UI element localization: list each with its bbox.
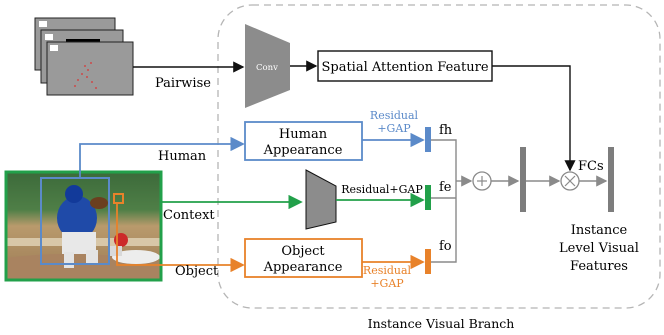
context-feature-bar [425,185,431,210]
feature-collector-line [431,139,457,263]
context-conv-block [305,169,337,230]
human-label: Human [158,149,207,164]
object-appearance-line1: Object [281,244,325,259]
human-pool-line2: +GAP [377,122,411,135]
output-label-line1: Instance [571,223,628,238]
output-label-line2: Level Visual [559,241,639,256]
object-arrow [116,203,245,273]
multiply-node [560,171,580,191]
branch-title: Instance Visual Branch [368,316,515,331]
instance-visual-branch-container [217,4,661,309]
human-appearance-box [244,121,363,161]
pairwise-spatial-maps [34,17,134,96]
object-bbox [113,193,124,204]
human-feature-bar [425,127,431,152]
pairwise-label: Pairwise [155,76,211,91]
object-label: Object [175,264,219,279]
context-feature-label: fe [439,180,452,195]
input-image [6,172,161,280]
object-feature-label: fo [439,239,452,254]
output-label-line3: Features [570,259,628,274]
fused-feature-bar [520,147,526,212]
human-arrow [79,136,245,178]
spatial-attention-feature-label: Spatial Attention Feature [321,60,488,75]
human-appearance-line2: Appearance [263,143,343,158]
fcs-label: FCs [578,159,604,174]
human-bbox [40,177,110,265]
output-feature-bar [608,147,614,212]
context-bbox [4,170,163,282]
context-pool-label: Residual+GAP [341,183,423,196]
conv-block [245,24,290,108]
object-feature-bar [425,249,431,274]
object-pool-line1: Residual [363,264,412,277]
spatial-to-multiply-arrow [492,65,576,172]
spatial-attention-feature-box [317,50,493,82]
human-appearance-line1: Human [279,127,328,142]
human-pool-line1: Residual [370,109,419,122]
sum-node [472,171,492,191]
object-appearance-box [244,238,363,278]
object-pool-line2: +GAP [370,277,404,290]
conv-label: Conv [256,63,278,73]
object-appearance-line2: Appearance [263,260,343,275]
context-label: Context [163,208,215,223]
human-feature-label: fh [439,123,453,138]
